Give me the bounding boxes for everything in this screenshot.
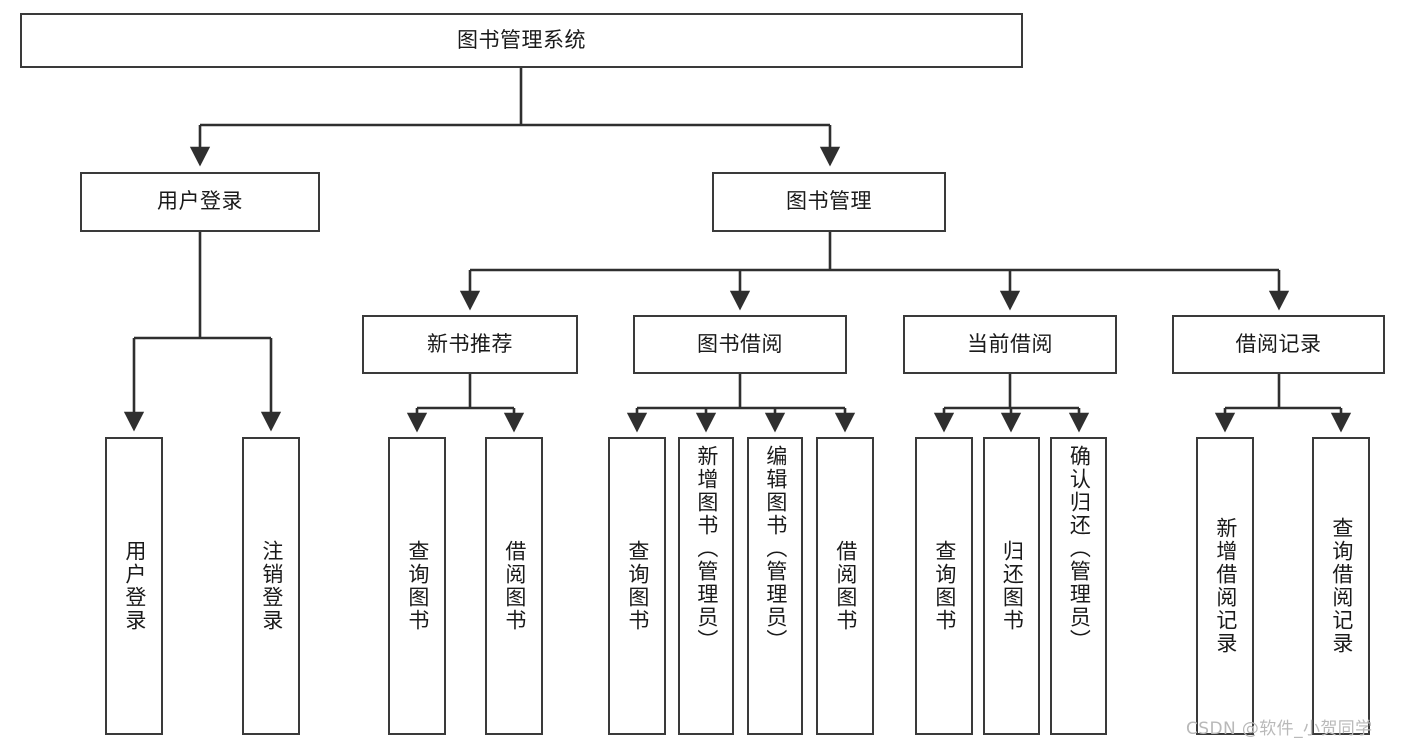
leaf-edit-book-admin[interactable]: 编辑图书（管理员） [747, 437, 803, 735]
node-label: 借阅图书 [502, 540, 527, 632]
csdn-watermark: CSDN @软件_小贺同学 [1186, 719, 1373, 739]
node-label: 用户登录 [157, 189, 243, 214]
node-label: 新书推荐 [427, 331, 513, 356]
leaf-add-borrow-record[interactable]: 新增借阅记录 [1196, 437, 1254, 735]
leaf-logout-login[interactable]: 注销登录 [242, 437, 300, 735]
node-label: 注销登录 [259, 540, 284, 632]
leaf-borrow-book[interactable]: 借阅图书 [816, 437, 874, 735]
node-label: 查询图书 [405, 540, 430, 632]
node-label: 图书借阅 [697, 331, 783, 356]
node-label: 编辑图书（管理员） [763, 445, 788, 652]
node-book-management[interactable]: 图书管理 [712, 172, 946, 232]
leaf-query-book-current[interactable]: 查询图书 [915, 437, 973, 735]
node-label: 新增图书（管理员） [694, 445, 719, 652]
leaf-confirm-return-admin[interactable]: 确认归还（管理员） [1050, 437, 1107, 735]
leaf-query-book-borrow[interactable]: 查询图书 [608, 437, 666, 735]
node-root-system[interactable]: 图书管理系统 [20, 13, 1023, 68]
node-label: 查询借阅记录 [1329, 517, 1354, 655]
node-label: 用户登录 [122, 540, 147, 632]
leaf-user-login[interactable]: 用户登录 [105, 437, 163, 735]
node-current-borrow[interactable]: 当前借阅 [903, 315, 1117, 374]
leaf-borrow-book-recommend[interactable]: 借阅图书 [485, 437, 543, 735]
node-label: 查询图书 [625, 540, 650, 632]
node-label: 当前借阅 [967, 331, 1053, 356]
node-label: 归还图书 [1000, 540, 1025, 632]
node-new-book-recommend[interactable]: 新书推荐 [362, 315, 578, 374]
node-label: 图书管理 [786, 189, 872, 214]
leaf-query-borrow-record[interactable]: 查询借阅记录 [1312, 437, 1370, 735]
node-book-borrow[interactable]: 图书借阅 [633, 315, 847, 374]
node-label: 图书管理系统 [457, 27, 586, 52]
node-label: 查询图书 [932, 540, 957, 632]
leaf-query-book-recommend[interactable]: 查询图书 [388, 437, 446, 735]
node-label: 借阅记录 [1235, 331, 1322, 356]
leaf-add-book-admin[interactable]: 新增图书（管理员） [678, 437, 734, 735]
node-user-login[interactable]: 用户登录 [80, 172, 320, 232]
node-label: 确认归还（管理员） [1067, 445, 1092, 652]
node-label: 新增借阅记录 [1213, 517, 1238, 655]
node-label: 借阅图书 [833, 540, 858, 632]
leaf-return-book[interactable]: 归还图书 [983, 437, 1040, 735]
node-borrow-record[interactable]: 借阅记录 [1172, 315, 1385, 374]
